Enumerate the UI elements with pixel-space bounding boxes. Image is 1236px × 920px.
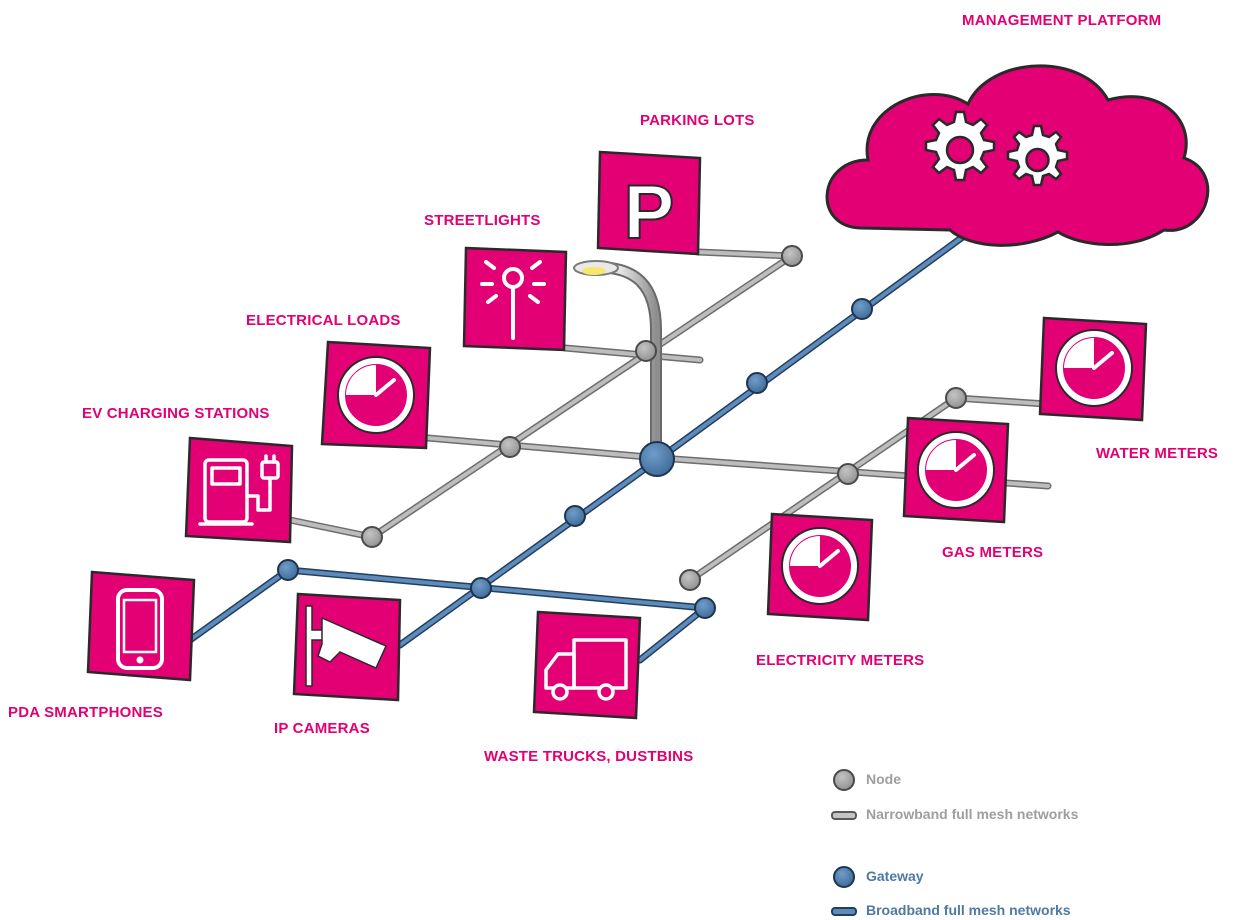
streetlight-pole: [573, 260, 662, 456]
electrical-loads-tile: [320, 340, 432, 450]
meter-gauge-icon: [781, 527, 859, 605]
ip-cameras-tile: [292, 592, 402, 702]
electricity-meters-tile: [766, 512, 874, 622]
pda-smartphones-tile: [86, 570, 196, 682]
smartphone-icon: [116, 588, 164, 670]
node-water-meters: [945, 387, 967, 409]
node-electrical-loads: [499, 436, 521, 458]
garbage-truck-icon: [544, 638, 628, 701]
node-gas-meters: [837, 463, 859, 485]
management-platform-cloud: [825, 64, 1210, 247]
gateway-junction: [470, 577, 492, 599]
meter-gauge-icon: [1055, 329, 1133, 407]
label-electrical-loads: ELECTRICAL LOADS: [246, 312, 401, 329]
label-pda-smartphones: PDA SMARTPHONES: [8, 704, 163, 721]
parking-p-icon: P: [624, 170, 675, 255]
label-streetlights: STREETLIGHTS: [424, 212, 541, 229]
legend-gateway-label: Gateway: [866, 868, 924, 884]
waste-trucks-tile: [532, 610, 642, 720]
ev-charging-tile: [184, 436, 294, 544]
legend-broadband-label: Broadband full mesh networks: [866, 902, 1071, 918]
node-markers: [361, 245, 967, 591]
label-gas-meters: GAS METERS: [942, 544, 1044, 561]
legend-narrowband-marker: [831, 811, 857, 820]
gateway-cloud: [851, 298, 873, 320]
meter-gauge-icon: [917, 431, 995, 509]
legend: [831, 769, 857, 916]
node-ev-charging: [361, 526, 383, 548]
label-parking-lots: PARKING LOTS: [640, 112, 755, 129]
ev-charger-icon: [198, 454, 280, 526]
label-management-platform: MANAGEMENT PLATFORM: [962, 12, 1162, 29]
gateway-upper: [746, 372, 768, 394]
streetlight-icon: [480, 260, 546, 340]
meter-gauge-icon: [337, 356, 415, 434]
label-water-meters: WATER METERS: [1096, 445, 1219, 462]
label-ev-charging-stations: EV CHARGING STATIONS: [82, 405, 270, 422]
gateway-smartphones: [277, 559, 299, 581]
gateway-central: [639, 441, 675, 477]
node-electricity-meters: [679, 569, 701, 591]
parking-lots-tile: P: [596, 150, 702, 256]
gateway-lower: [564, 505, 586, 527]
label-ip-cameras: IP CAMERAS: [274, 720, 370, 737]
legend-node-label: Node: [866, 771, 901, 787]
streetlights-tile: [462, 246, 568, 352]
gear-icon: [924, 110, 1069, 187]
legend-gateway-marker: [833, 866, 855, 888]
water-meters-tile: [1038, 316, 1148, 422]
gateway-markers: [277, 298, 873, 619]
legend-broadband-marker: [831, 907, 857, 916]
gateway-waste: [694, 597, 716, 619]
gas-meters-tile: [902, 416, 1010, 524]
node-streetlight: [635, 340, 657, 362]
legend-narrowband-label: Narrowband full mesh networks: [866, 806, 1079, 822]
security-camera-icon: [305, 605, 387, 687]
label-electricity-meters: ELECTRICITY METERS: [756, 652, 925, 669]
label-waste-trucks: WASTE TRUCKS, DUSTBINS: [484, 748, 694, 765]
legend-node-marker: [833, 769, 855, 791]
node-parking: [781, 245, 803, 267]
